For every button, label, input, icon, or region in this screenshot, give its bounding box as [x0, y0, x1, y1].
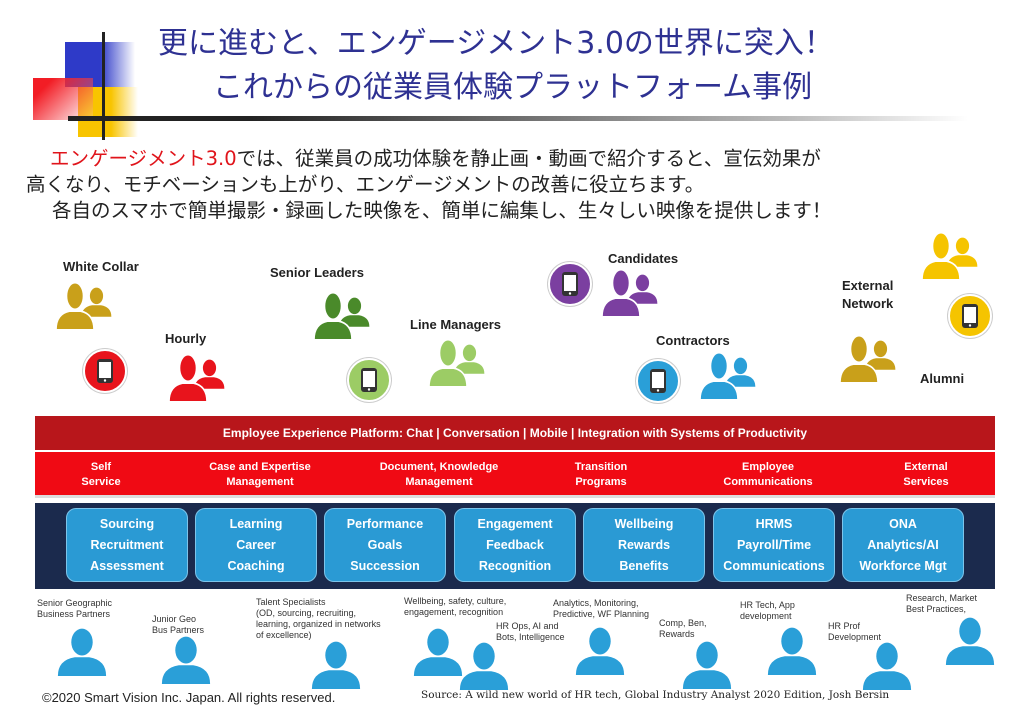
mobile-icon-blue: [636, 359, 680, 403]
person-icon: [308, 639, 364, 689]
mobile-icon-green: [347, 358, 391, 402]
intro-line2: 高くなり、モチベーションも上がり、エンゲージメントの改善に役立ちます。: [26, 173, 705, 196]
page-title-line2: これからの従業員体験プラットフォーム事例: [213, 70, 813, 105]
source-citation: Source: A wild new world of HR tech, Glo…: [421, 689, 890, 701]
people-icon-external-network: [838, 333, 898, 383]
logo: [30, 30, 160, 140]
person-icon: [54, 626, 110, 676]
person-icon: [859, 640, 915, 690]
persona-label-hourly: Hourly: [165, 331, 207, 346]
intro-text: エンゲージメント3.0では、従業員の成功体験を静止画・動画で紹介すると、宣伝効果…: [26, 146, 831, 224]
persona-label-alumni: Alumni: [920, 371, 965, 386]
people-icon-alumni: [920, 230, 980, 280]
person-icon: [572, 625, 628, 675]
mobile-icon-yellow: [948, 294, 992, 338]
role-label: Comp, Ben,Rewards: [659, 618, 707, 639]
person-icon: [942, 615, 998, 665]
page-title-line1: 更に進むと、エンゲージメント3.0の世界に突入！: [158, 26, 834, 61]
role-label: Wellbeing, safety, culture,engagement, r…: [404, 596, 507, 617]
people-icon-white-collar: [54, 280, 114, 330]
platform-header: Employee Experience Platform: Chat | Con…: [35, 416, 995, 450]
copyright: ©2020 Smart Vision Inc. Japan. All right…: [42, 690, 336, 705]
people-icon-hourly: [167, 352, 227, 402]
persona-label-candidates: Candidates: [608, 251, 679, 266]
title-underline: [68, 116, 968, 121]
mobile-icon-red: [83, 349, 127, 393]
role-label: Analytics, Monitoring,Predictive, WF Pla…: [553, 598, 650, 619]
persona-label-white-collar: White Collar: [63, 259, 139, 274]
intro-line3: 各自のスマホで簡単撮影・録画した映像を、簡単に編集し、生々しい映像を提供します！: [52, 199, 832, 222]
role-label: Talent Specialists(OD, sourcing, recruit…: [256, 597, 381, 640]
persona-label-line-managers: Line Managers: [410, 317, 502, 332]
people-icon-candidates: [600, 267, 660, 317]
person-icon: [158, 634, 214, 684]
people-icon-senior-leaders: [312, 290, 372, 340]
person-icon: [764, 625, 820, 675]
intro-highlight: エンゲージメント3.0: [50, 147, 237, 170]
people-icon-contractors: [698, 350, 758, 400]
persona-label-senior-leaders: Senior Leaders: [270, 265, 364, 280]
persona-label-contractors: Contractors: [656, 333, 730, 348]
intro-line1: では、従業員の成功体験を静止画・動画で紹介すると、宣伝効果が: [236, 147, 821, 170]
mobile-icon-purple: [548, 262, 592, 306]
people-icon-line-managers: [427, 337, 487, 387]
person-icon: [456, 640, 512, 690]
person-icon: [679, 639, 735, 689]
